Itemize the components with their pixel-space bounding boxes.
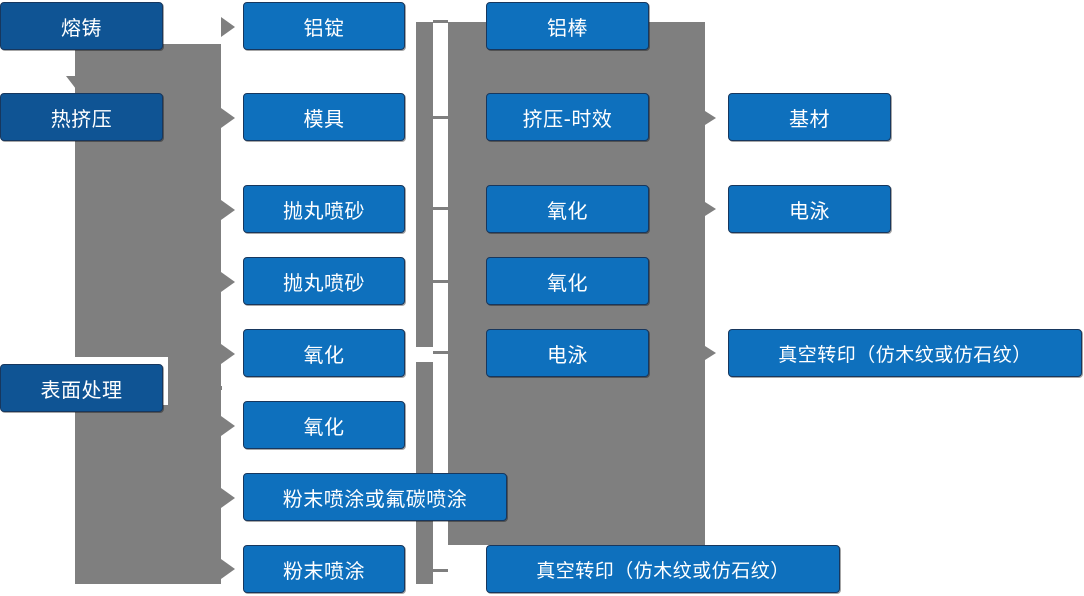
connector-rung-7 <box>433 569 448 572</box>
node-fenmo-spray[interactable]: 粉末喷涂 <box>243 545 405 593</box>
node-label: 铝锭 <box>303 15 345 40</box>
connector-rung-4 <box>433 280 448 283</box>
node-zhenkong-zhuanyin-2[interactable]: 真空转印（仿木纹或仿石纹） <box>486 545 840 593</box>
arrow-to-jicai <box>705 111 716 125</box>
node-label: 真空转印（仿木纹或仿石纹） <box>536 559 790 582</box>
arrow-bus-left-7 <box>221 488 235 508</box>
arrow-down-rongzhu-to-rejiya <box>66 76 86 89</box>
arrow-bus-left-8 <box>221 559 235 579</box>
node-label: 抛丸喷砂 <box>283 270 365 295</box>
arrow-to-dianyong <box>705 202 716 216</box>
node-label: 抛丸喷砂 <box>283 198 365 223</box>
node-label: 氧化 <box>547 198 588 223</box>
node-yanghua-1[interactable]: 氧化 <box>243 329 405 377</box>
connector-rung-1 <box>433 20 448 23</box>
node-label: 粉末喷涂或氟碳喷涂 <box>282 486 468 511</box>
connector-elbow-biaomian <box>168 386 222 390</box>
node-dianyong-1[interactable]: 电泳 <box>486 329 649 377</box>
connector-rung-5 <box>433 351 448 354</box>
node-label: 挤压-时效 <box>522 106 613 131</box>
arrow-bus-left-2 <box>221 108 235 128</box>
node-jicai[interactable]: 基材 <box>728 93 891 141</box>
node-yanghua-2[interactable]: 氧化 <box>243 401 405 449</box>
node-fenmo-fluorocarbon-spray[interactable]: 粉末喷涂或氟碳喷涂 <box>243 473 507 521</box>
node-dianyong-2[interactable]: 电泳 <box>728 185 891 233</box>
connector-bus-mid-narrow-top <box>416 22 433 347</box>
node-label: 表面处理 <box>40 377 123 402</box>
node-label: 真空转印（仿木纹或仿石纹） <box>778 343 1032 366</box>
node-label: 粉末喷涂 <box>283 558 365 583</box>
arrow-bus-left-1 <box>221 17 235 37</box>
arrow-bus-left-5 <box>221 344 235 364</box>
arrow-bus-left-6 <box>221 416 235 436</box>
node-paowan-penshar-2[interactable]: 抛丸喷砂 <box>243 257 405 305</box>
node-rongzhu[interactable]: 熔铸 <box>0 2 163 50</box>
node-biaomian-chuli[interactable]: 表面处理 <box>0 364 163 412</box>
arrow-bus-left-4 <box>221 272 235 292</box>
node-zhenkong-zhuanyin-1[interactable]: 真空转印（仿木纹或仿石纹） <box>728 329 1082 377</box>
node-label: 电泳 <box>789 198 830 223</box>
node-label: 模具 <box>303 106 345 131</box>
node-jiya-shixiao[interactable]: 挤压-时效 <box>486 93 649 141</box>
node-yanghua-4[interactable]: 氧化 <box>486 257 649 305</box>
arrow-to-zhenkong <box>705 346 716 360</box>
node-rejiya[interactable]: 热挤压 <box>0 93 163 141</box>
node-label: 铝棒 <box>547 15 588 40</box>
arrow-bus-left-3 <box>221 200 235 220</box>
node-label: 熔铸 <box>61 15 102 40</box>
connector-rung-3 <box>433 207 448 210</box>
node-muju[interactable]: 模具 <box>243 93 405 141</box>
node-ludding[interactable]: 铝锭 <box>243 2 405 50</box>
node-label: 电泳 <box>547 342 588 367</box>
connector-rung-2 <box>433 116 448 119</box>
node-label: 热挤压 <box>50 106 113 131</box>
node-label: 氧化 <box>547 270 588 295</box>
node-label: 氧化 <box>303 342 345 367</box>
node-label: 氧化 <box>303 414 345 439</box>
node-label: 基材 <box>789 106 830 131</box>
node-paowan-penshar-1[interactable]: 抛丸喷砂 <box>243 185 405 233</box>
node-lubang[interactable]: 铝棒 <box>486 2 649 50</box>
node-yanghua-3[interactable]: 氧化 <box>486 185 649 233</box>
